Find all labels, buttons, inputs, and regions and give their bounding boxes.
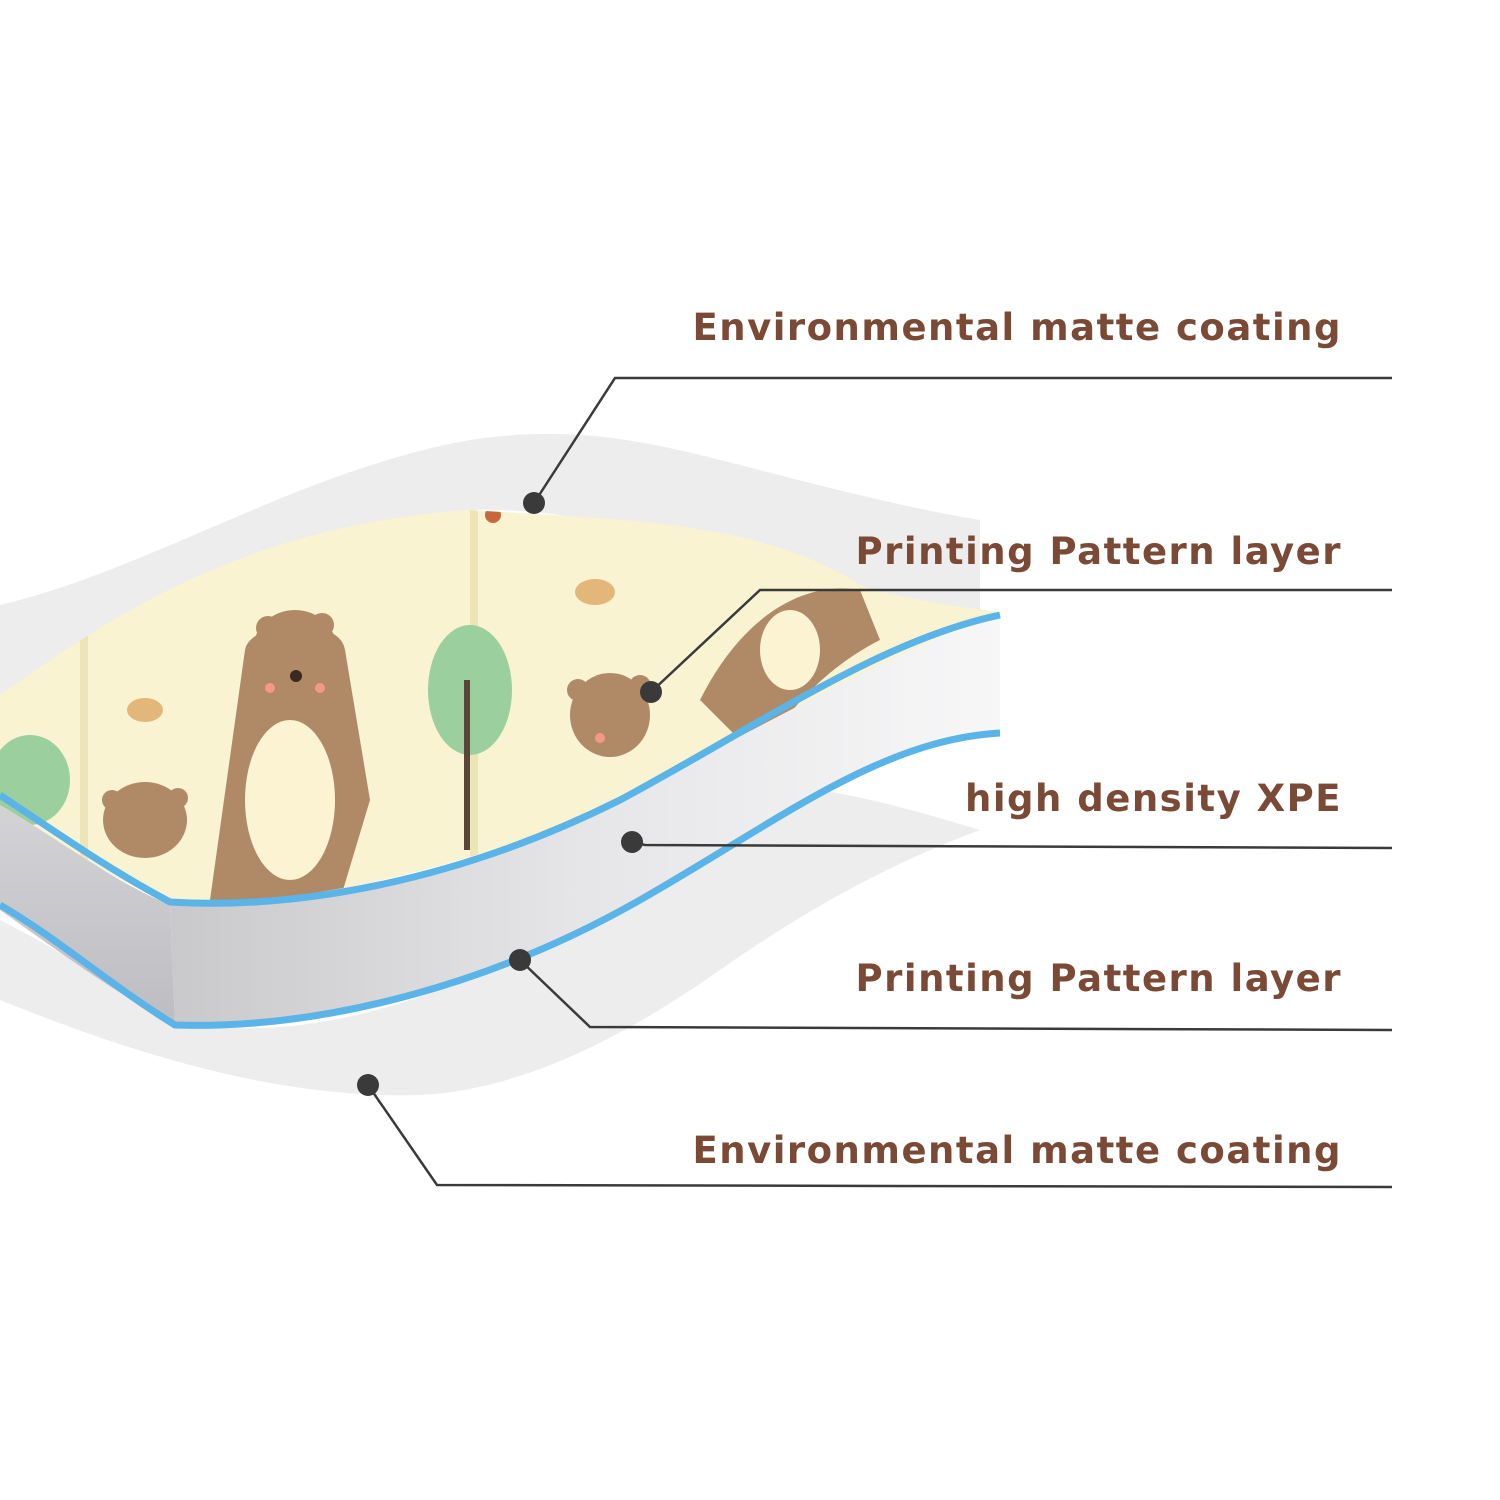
bottom-blue-edge — [0, 729, 1001, 1029]
leader-dot-1 — [523, 492, 545, 514]
leader-line-2 — [650, 588, 1392, 693]
label-bottom-printing-pattern-layer: Printing Pattern layer — [855, 957, 1342, 1000]
label-top-matte-coating: Environmental matte coating — [692, 306, 1342, 349]
leader-line-5 — [366, 1084, 1393, 1189]
leader-line-1 — [532, 376, 1392, 504]
leader-dot-4 — [509, 949, 531, 971]
leader-dot-3 — [621, 831, 643, 853]
top-blue-edge — [0, 611, 1001, 907]
leader-dot-2 — [640, 681, 662, 703]
leader-lines — [366, 376, 1393, 1189]
leader-line-4 — [519, 959, 1393, 1032]
top-matte-coating-shape — [0, 433, 980, 700]
label-bottom-matte-coating: Environmental matte coating — [692, 1129, 1342, 1172]
leader-dot-5 — [357, 1074, 379, 1096]
bottom-matte-coating-shape — [0, 790, 980, 1096]
label-high-density-xpe: high density XPE — [965, 777, 1342, 820]
leader-dots — [357, 492, 662, 1096]
xpe-core-side — [0, 800, 175, 1025]
label-top-printing-pattern-layer: Printing Pattern layer — [855, 530, 1342, 573]
